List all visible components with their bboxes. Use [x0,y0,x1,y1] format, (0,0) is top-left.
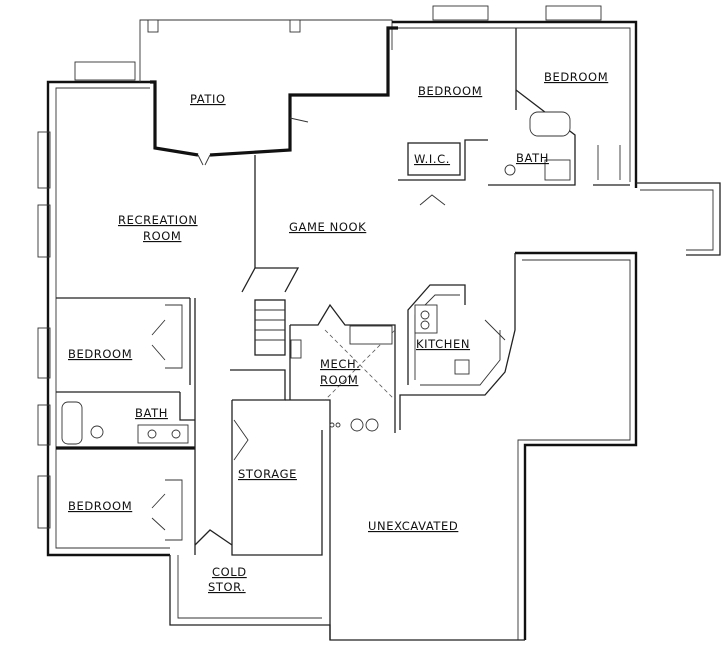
label-bath-left: BATH [135,406,168,420]
label-bedroom-top-right: BEDROOM [544,70,608,84]
center-walls [230,155,331,640]
top-bedrooms-walls [74,5,630,206]
label-recreation-room-1: RECREATION [118,213,198,227]
label-recreation-room-2: ROOM [143,229,181,243]
outer-walls [46,19,721,641]
label-unexcavated: UNEXCAVATED [368,519,458,533]
label-bedroom-left-mid: BEDROOM [68,347,132,361]
label-mech-room-2: ROOM [320,373,358,387]
label-bedroom-left-low: BEDROOM [68,499,132,513]
cold-storage-walls [194,529,233,546]
label-bedroom-top-left: BEDROOM [418,84,482,98]
label-wic: W.I.C. [414,152,450,166]
label-mech-room-1: MECH. [320,357,360,371]
label-cold-storage-2: STOR. [208,580,246,594]
mech-room-walls [289,303,396,433]
label-patio: PATIO [190,92,226,106]
label-cold-storage-1: COLD [212,565,247,579]
label-bath-top: BATH [516,151,549,165]
patio-area [147,19,398,166]
label-kitchen: KITCHEN [416,337,470,351]
label-storage: STORAGE [238,467,297,481]
left-wing-walls [37,131,196,555]
label-game-nook: GAME NOOK [289,220,366,234]
room-labels: PATIO BEDROOM BEDROOM W.I.C. BATH RECREA… [68,70,608,594]
kitchen-walls [399,253,516,430]
